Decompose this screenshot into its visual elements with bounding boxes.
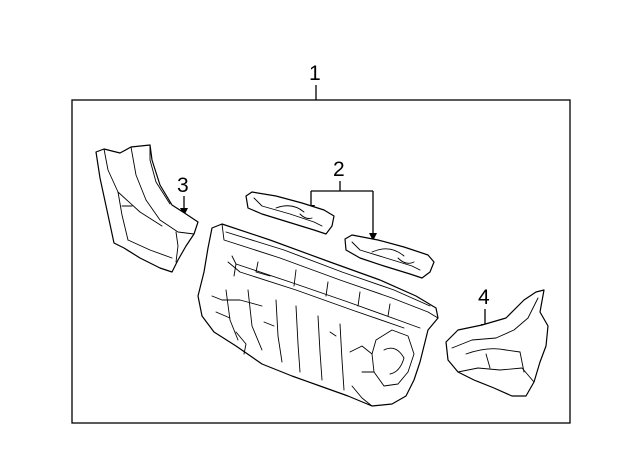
callout-1-label: 1	[309, 62, 321, 85]
part-1-rear-body-panel	[197, 223, 439, 407]
part-3-side-extension	[95, 144, 199, 273]
assembly-frame	[71, 99, 571, 424]
part-2-upper-bracket	[245, 191, 335, 235]
part-2-lower-bracket	[344, 234, 435, 279]
callout-2-label: 2	[333, 158, 345, 181]
callout-3-label: 3	[177, 174, 189, 197]
callout-4-label: 4	[478, 286, 490, 309]
part-4-side-extension	[445, 289, 549, 397]
